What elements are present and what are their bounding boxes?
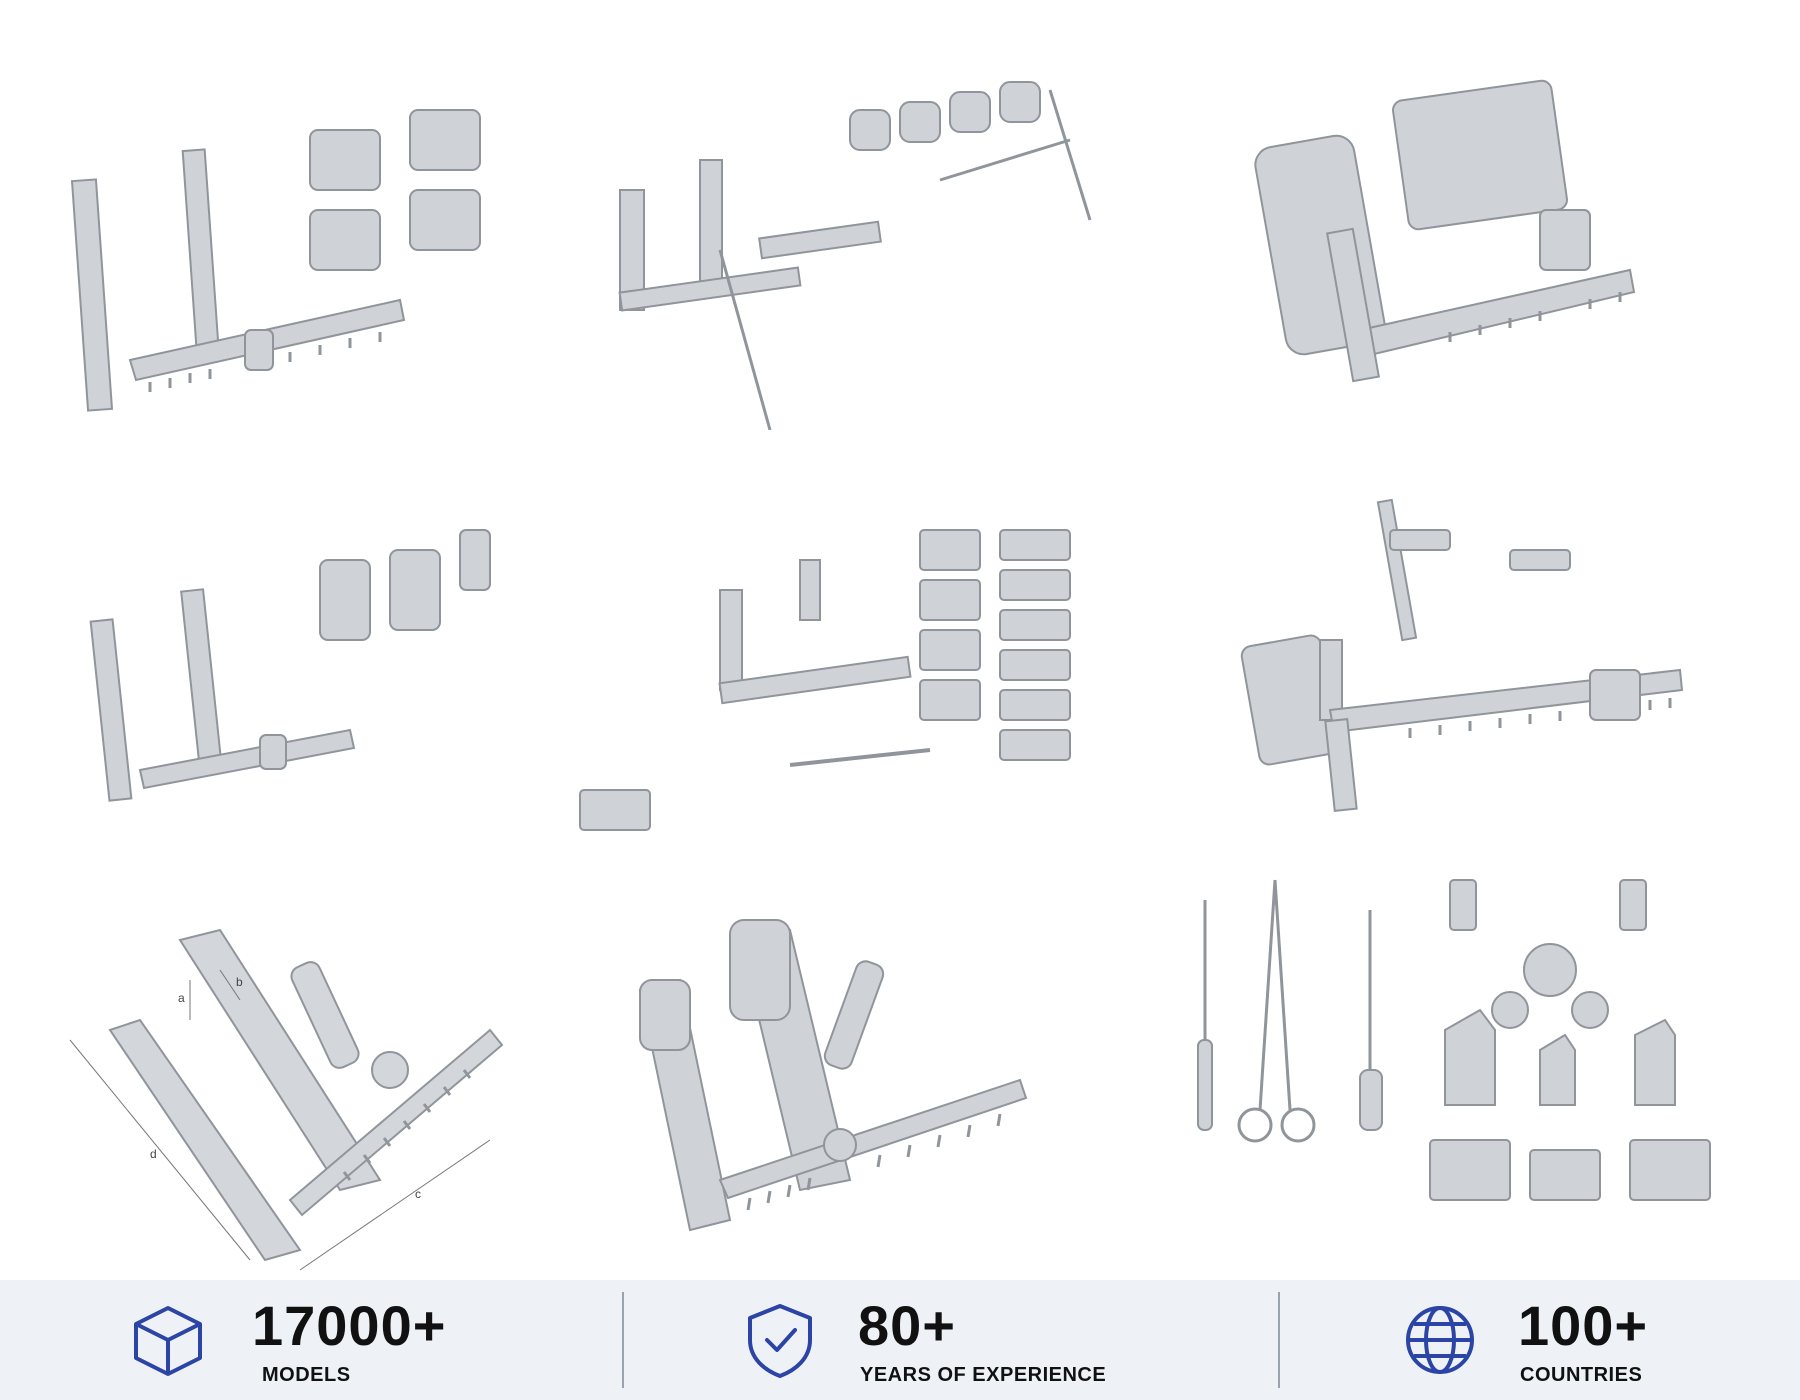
cube-icon (134, 1306, 202, 1376)
stat-label: MODELS (262, 1364, 351, 1386)
product-image-4 (60, 470, 600, 870)
stat-experience: 80+ YEARS OF EXPERIENCE (600, 1280, 1200, 1400)
product-image-9 (1180, 860, 1760, 1260)
stat-value: 80+ (858, 1294, 956, 1357)
stat-models: 17000+ MODELS (0, 1280, 600, 1400)
stat-value: 17000+ (252, 1294, 447, 1357)
product-image-2 (600, 30, 1140, 430)
product-image-5 (560, 470, 1100, 870)
sternal-retractor-icon (1240, 498, 1684, 813)
heavy-rib-spreader-icon (1254, 79, 1636, 383)
finochietto-retractor-icon (638, 919, 1028, 1232)
product-image-6 (1230, 470, 1770, 870)
stat-value: 100+ (1518, 1294, 1649, 1357)
dimension-label-d: d (150, 1147, 157, 1161)
dimension-label-b: b (236, 975, 243, 989)
dimension-label-a: a (178, 991, 185, 1005)
globe-icon (1406, 1306, 1474, 1374)
product-image-7: a b c d (50, 880, 590, 1280)
rib-spreader-with-blades-icon (89, 529, 491, 802)
stat-label: YEARS OF EXPERIENCE (860, 1364, 1107, 1386)
product-image-3 (1230, 30, 1770, 430)
product-image-1 (40, 30, 580, 430)
rib-spreader-with-blades-icon (70, 109, 481, 412)
stats-divider (622, 1292, 624, 1388)
dimensioned-rib-spreader-icon: a b c d (69, 928, 504, 1271)
stat-countries: 100+ COUNTRIES (1200, 1280, 1800, 1400)
shield-check-icon (748, 1304, 812, 1378)
retractor-frame-set-icon (618, 81, 1092, 430)
stats-divider (1278, 1292, 1280, 1388)
stat-label: COUNTRIES (1520, 1364, 1643, 1386)
stats-bar: 17000+ MODELS 80+ YEARS OF EXPERIENCE 10… (0, 1280, 1800, 1400)
dimension-label-c: c (415, 1187, 421, 1201)
instrument-accessory-set-icon (1197, 879, 1711, 1201)
retractor-blade-set-icon (579, 529, 1071, 831)
product-image-8 (620, 880, 1160, 1280)
product-gallery: a b c d (40, 30, 1770, 1271)
